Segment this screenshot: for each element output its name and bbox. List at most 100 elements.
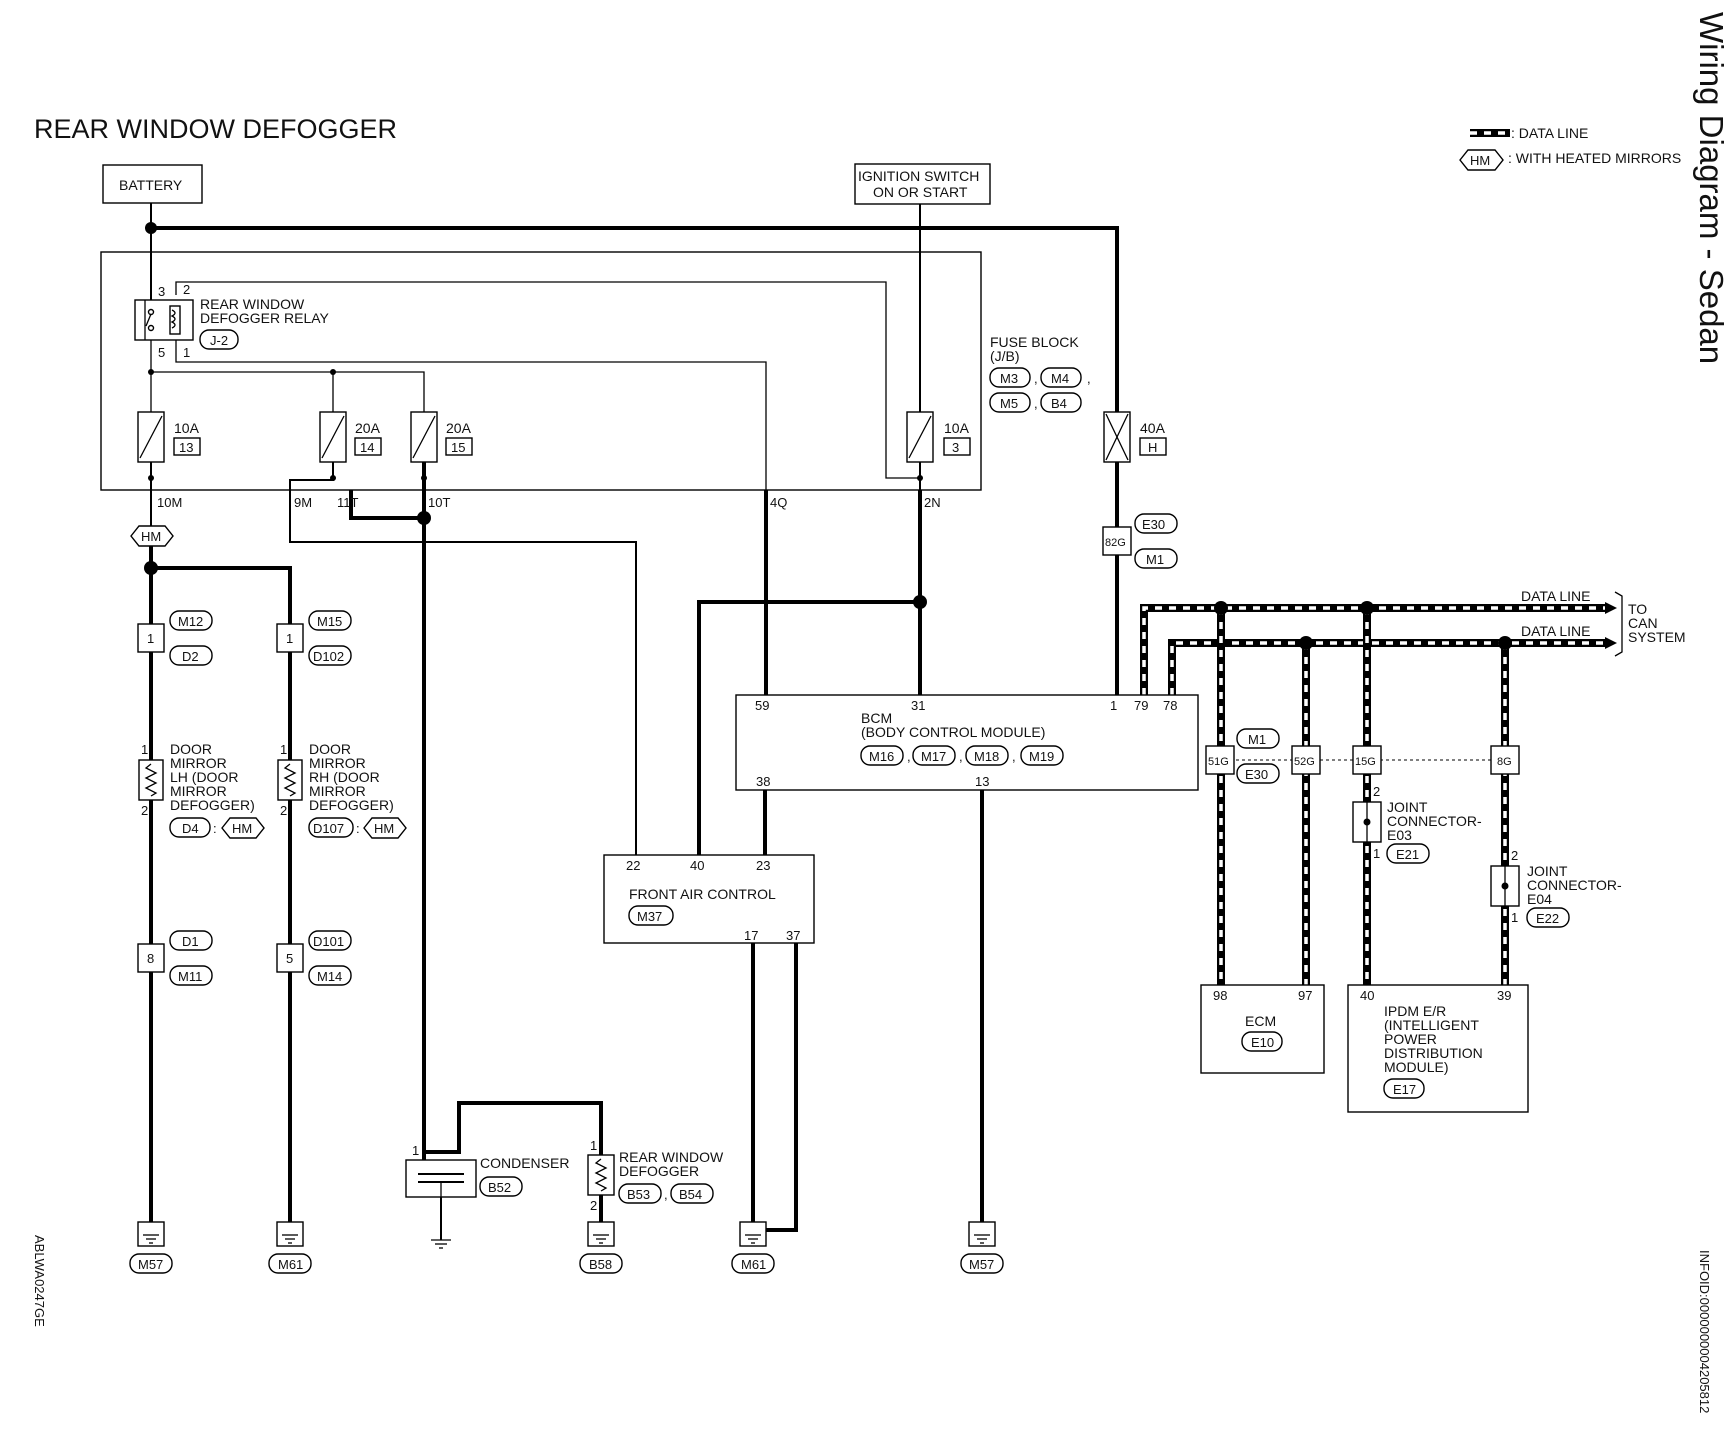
bcm-pin-78: 78 (1163, 698, 1177, 713)
condenser-pin-1: 1 (412, 1143, 419, 1158)
fuse-13-number: 13 (179, 440, 193, 455)
junction-dots (144, 222, 1512, 650)
svg-text::: : (356, 821, 360, 836)
mirror-rh-name-3: RH (DOOR (309, 769, 380, 785)
bcm-pin-79: 79 (1134, 698, 1148, 713)
terminal-2N: 2N (924, 495, 941, 510)
mirror-lh-conn-m12: M12 (178, 614, 203, 629)
ground-m61-fac-label: M61 (741, 1257, 766, 1272)
legend-hm-badge (1459, 149, 1504, 171)
joint-e03-pin-2: 2 (1373, 784, 1380, 799)
ground-m57-lh-label: M57 (138, 1257, 163, 1272)
relay-pin-2: 2 (183, 282, 190, 297)
junction-52G: 52G (1294, 756, 1315, 768)
left-code: ABLWA0247GE (32, 1235, 47, 1327)
mirror-rh-pin-2: 2 (280, 803, 287, 818)
mirror-lh-lower-pin: 8 (147, 951, 154, 966)
bcm-conn-m17: M17 (921, 749, 946, 764)
fuse-14-rating: 20A (355, 420, 381, 436)
mirror-lh: 1 M12 D2 1 2 DOOR MIRROR LH (DOOR MIRROR… (137, 610, 265, 986)
connector-82G-label: 82G (1105, 537, 1126, 549)
bcm-pin-13: 13 (975, 774, 989, 789)
mirror-lh-name-4: MIRROR (170, 783, 227, 799)
svg-text:,: , (1034, 396, 1038, 411)
mirror-lh-conn-d4: D4 (182, 821, 199, 836)
fuse-block: FUSE BLOCK (J/B) M3 , M4 , M5 , B4 10M 9… (100, 251, 1091, 510)
joint-e04-conn-e22: E22 (1536, 911, 1559, 926)
joint-e04-name-3: E04 (1527, 891, 1552, 907)
bcm-pin-1: 1 (1110, 698, 1117, 713)
fuse-15-rating: 20A (446, 420, 472, 436)
mirror-rh: 1 M15 D102 1 2 DOOR MIRROR RH (DOOR MIRR… (276, 610, 407, 986)
defogger-pin-2: 2 (590, 1198, 597, 1213)
mirror-lh-hm: HM (232, 821, 252, 836)
mirror-lh-name-1: DOOR (170, 741, 212, 757)
mirror-rh-name-4: MIRROR (309, 783, 366, 799)
mirror-lh-pin-1: 1 (141, 742, 148, 757)
mirror-rh-hm: HM (374, 821, 394, 836)
can-system-label: SYSTEM (1628, 629, 1686, 645)
fb-conn-m4: M4 (1051, 371, 1069, 386)
bcm-conn-m18: M18 (974, 749, 999, 764)
ipdm-pin-40: 40 (1360, 988, 1374, 1003)
joint-e04-pin-2: 2 (1511, 848, 1518, 863)
can-data-line-label-1: DATA LINE (1521, 588, 1591, 604)
relay-name-2: DEFOGGER RELAY (200, 310, 330, 326)
bcm-name-2: (BODY CONTROL MODULE) (861, 724, 1045, 740)
joint-e04-name-2: CONNECTOR- (1527, 877, 1622, 893)
svg-text:,: , (1034, 371, 1038, 386)
ground-m57-bcm: M57 (960, 1221, 1004, 1274)
ecm-name: ECM (1245, 1013, 1276, 1029)
fuse-H-number: H (1148, 440, 1157, 455)
terminal-4Q: 4Q (770, 495, 787, 510)
relay-pin-3: 3 (158, 284, 165, 299)
fuse-block-label-1: FUSE BLOCK (990, 334, 1079, 350)
fb-conn-m4-badge (1040, 367, 1082, 388)
can-data-lines (1140, 602, 1617, 985)
can-data-line-label-2: DATA LINE (1521, 623, 1591, 639)
mirror-rh-conn-d101: D101 (313, 934, 344, 949)
fac-pin-23: 23 (756, 858, 770, 873)
bcm-pin-59: 59 (755, 698, 769, 713)
connector-82G-e30: E30 (1142, 517, 1165, 532)
side-title: Wiring Diagram - Sedan (1693, 12, 1730, 364)
junction-conn-m1: M1 (1248, 732, 1266, 747)
ipdm-name-4: DISTRIBUTION (1384, 1045, 1483, 1061)
fuse-H-rating: 40A (1140, 420, 1166, 436)
relay-pin-5: 5 (158, 345, 165, 360)
fac-pin-40: 40 (690, 858, 704, 873)
bcm-conn-m19: M19 (1029, 749, 1054, 764)
bcm-name-1: BCM (861, 710, 892, 726)
ecm-pin-97: 97 (1298, 988, 1312, 1003)
ipdm-name-1: IPDM E/R (1384, 1003, 1446, 1019)
joint-connector-e03: 2 1 JOINT CONNECTOR- E03 E21 (1352, 784, 1482, 864)
relay-pin-1: 1 (183, 345, 190, 360)
mirror-lh-name-3: LH (DOOR (170, 769, 238, 785)
joint-e03-name-1: JOINT (1387, 799, 1428, 815)
fac-pin-22: 22 (626, 858, 640, 873)
ecm-module: 98 97 ECM E10 (1200, 984, 1325, 1074)
fac-pin-37: 37 (786, 928, 800, 943)
hm-marker-text: HM (141, 529, 161, 544)
mirror-rh-name-1: DOOR (309, 741, 351, 757)
can-to-label: TO (1628, 601, 1647, 617)
terminal-10M: 10M (157, 495, 182, 510)
ground-b58: B58 (579, 1221, 623, 1274)
ipdm-name-5: MODULE) (1384, 1059, 1449, 1075)
hm-marker: HM (130, 525, 174, 547)
wires (149, 200, 1119, 1240)
svg-text:,: , (907, 749, 911, 764)
diagram-title: REAR WINDOW DEFOGGER (34, 114, 397, 144)
fb-conn-b4-badge (1040, 392, 1082, 413)
can-can-label: CAN (1628, 615, 1658, 631)
fuse-14: 20A 14 (319, 411, 382, 463)
ipdm-conn-e17: E17 (1393, 1082, 1416, 1097)
svg-text:,: , (664, 1187, 668, 1202)
condenser: 1 CONDENSER B52 (405, 1143, 569, 1249)
defogger-name-2: DEFOGGER (619, 1163, 699, 1179)
mirror-rh-name-2: MIRROR (309, 755, 366, 771)
mirror-rh-conn-d102: D102 (313, 649, 344, 664)
condenser-conn-b52: B52 (488, 1180, 511, 1195)
bcm-pin-31: 31 (911, 698, 925, 713)
